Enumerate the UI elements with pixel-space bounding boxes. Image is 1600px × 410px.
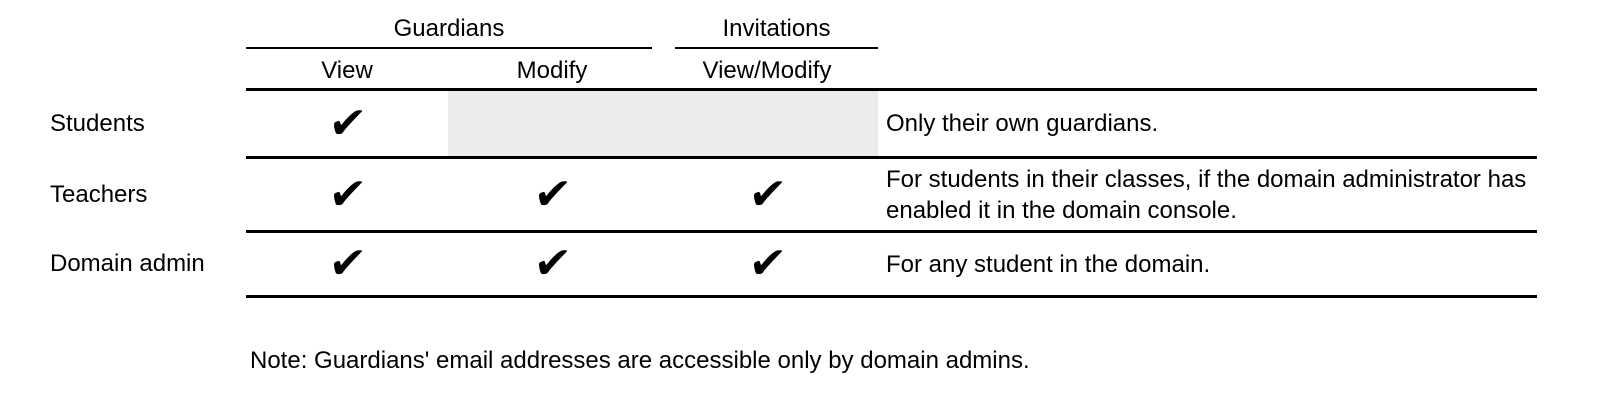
table-bottom-rule — [246, 295, 1537, 298]
teachers-view-cell: ✔ — [246, 159, 448, 230]
guardians-underline — [246, 47, 652, 49]
students-modify-cell — [448, 91, 656, 156]
checkmark-icon: ✔ — [325, 168, 369, 220]
disabled-cell-region — [448, 91, 878, 156]
domain-admin-description: For any student in the domain. — [886, 233, 1537, 295]
header-bottom-rule — [246, 88, 1537, 91]
row-label-teachers: Teachers — [50, 180, 148, 208]
students-viewmodify-cell — [656, 91, 878, 156]
column-group-guardians: Guardians — [393, 15, 505, 42]
checkmark-icon: ✔ — [325, 238, 369, 289]
row-label-domain-admin: Domain admin — [50, 250, 205, 277]
teachers-bottom-rule — [246, 230, 1537, 233]
checkmark-icon: ✔ — [530, 238, 574, 289]
checkmark-icon: ✔ — [325, 97, 369, 149]
description-text: For any student in the domain. — [886, 250, 1211, 278]
row-label-students: Students — [50, 109, 145, 137]
checkmark-icon: ✔ — [745, 168, 789, 220]
teachers-viewmodify-cell: ✔ — [656, 159, 878, 230]
checkmark-icon: ✔ — [745, 238, 789, 289]
description-text: Only their own guardians. — [886, 110, 1159, 137]
teachers-description: For students in their classes, if the do… — [886, 159, 1537, 230]
checkmark-icon: ✔ — [530, 168, 574, 220]
domain-admin-view-cell: ✔ — [246, 233, 448, 295]
teachers-modify-cell: ✔ — [448, 159, 656, 230]
invitations-underline — [675, 47, 878, 49]
domain-admin-viewmodify-cell: ✔ — [656, 233, 878, 295]
column-header-view-modify: View/Modify — [702, 57, 832, 84]
domain-admin-modify-cell: ✔ — [448, 233, 656, 295]
students-view-cell: ✔ — [246, 91, 448, 156]
description-text: For students in their classes, if the do… — [886, 165, 1527, 224]
column-header-modify: Modify — [516, 57, 588, 84]
column-group-invitations: Invitations — [722, 15, 831, 42]
column-header-view: View — [321, 57, 373, 84]
footnote: Note: Guardians' email addresses are acc… — [250, 347, 1030, 374]
students-bottom-rule — [246, 156, 1537, 159]
students-description: Only their own guardians. — [886, 91, 1537, 156]
